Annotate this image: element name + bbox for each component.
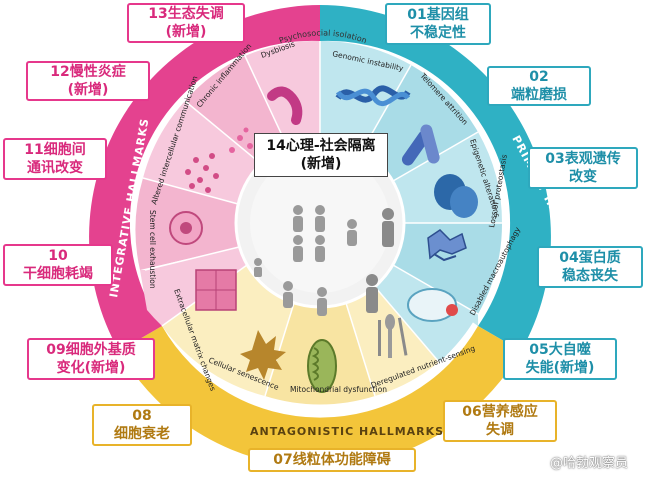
segment-altered-communication [143,101,260,204]
chromosome-icon [401,124,440,166]
callout-line: 02 [529,69,549,85]
callout-line: 不稳定性 [410,25,466,41]
stem-cell-icon [169,211,203,245]
communication-dots-icon [185,153,219,193]
protein-icon [427,229,467,262]
callout-line: 01基因组 [407,7,469,23]
center-callout-line2: (新增) [300,156,342,172]
callout-line: 端粒磨损 [511,87,567,103]
callout-11-communication: 11细胞间 通讯改变 [3,138,107,180]
autophagosome-icon [407,288,458,322]
antagonistic-outer-ring [119,326,521,468]
callout-10-stemcell: 10 干细胞耗竭 [3,244,113,286]
callout-13-dysbiosis: 13生态失调 (新增) [127,3,245,43]
cutlery-icon [378,314,408,358]
segment-telomere-attrition [362,65,478,181]
people-icon [254,205,394,316]
nucleosome-icon [434,174,478,218]
center-callout-psychosocial: 14心理-社会隔离 (新增) [254,133,388,177]
callout-06-nutrient: 06营养感应 失调 [443,400,557,442]
callout-line: 11细胞间 [24,142,86,158]
callout-line: 13生态失调 [148,6,224,22]
callout-line: 变化(新增) [56,360,126,376]
segment-ecm-main [140,247,247,326]
callout-01-genomic: 01基因组 不稳定性 [385,3,491,45]
callout-line: 失调 [486,422,514,438]
callout-05-autophagy: 05大自噬 失能(新增) [503,338,617,380]
leaf-icon [240,330,286,380]
callout-line: (新增) [67,82,109,98]
callout-03-epigenetic: 03表观遗传 改变 [528,147,638,189]
callout-line: (新增) [165,24,207,40]
label-stemcell: Stem cell exhaustion [148,210,157,289]
callout-12-inflammation: 12慢性炎症 (新增) [26,61,150,101]
segment-loss-of-proteostasis [393,223,503,314]
mitochondrion-icon [307,339,337,393]
callout-line: 12慢性炎症 [50,64,126,80]
watermark-text: @哈勃观察员 [550,456,629,471]
callout-line: 稳态丧失 [562,268,618,284]
callout-08-senescence: 08 细胞衰老 [92,404,192,446]
center-callout-line1: 14心理-社会隔离 [266,138,376,154]
callout-line: 04蛋白质 [559,250,621,266]
callout-line: 08 [132,408,152,424]
bacterium-icon [267,86,303,125]
label-mito: Mitochondrial dysfunction [290,385,387,394]
callout-line: 05大自噬 [529,342,591,358]
callout-line: 03表观遗传 [545,151,621,167]
callout-02-telomere: 02 端粒磨损 [487,66,591,106]
inflammation-icon [229,127,253,153]
callout-04-proteostasis: 04蛋白质 稳态丧失 [537,246,643,288]
matrix-cells-icon [195,269,237,311]
segment-genomic-instability [320,40,411,152]
callout-line: 10 [48,248,68,264]
callout-line: 07线粒体功能障碍 [273,452,391,468]
antagonistic-ring-label: ANTAGONISTIC HALLMARKS [250,425,444,438]
callout-line: 改变 [569,169,597,185]
callout-line: 细胞衰老 [114,426,170,442]
callout-line: 09细胞外基质 [46,342,136,358]
callout-07-mitochondria: 07线粒体功能障碍 [248,448,416,472]
callout-line: 06营养感应 [462,404,538,420]
callout-line: 干细胞耗竭 [23,266,93,282]
callout-09-ecm: 09细胞外基质 变化(新增) [27,338,155,380]
callout-line: 通讯改变 [27,160,83,176]
callout-line: 失能(新增) [525,360,595,376]
dna-icon [335,85,411,107]
segment-nutrient-sensing [346,288,439,396]
